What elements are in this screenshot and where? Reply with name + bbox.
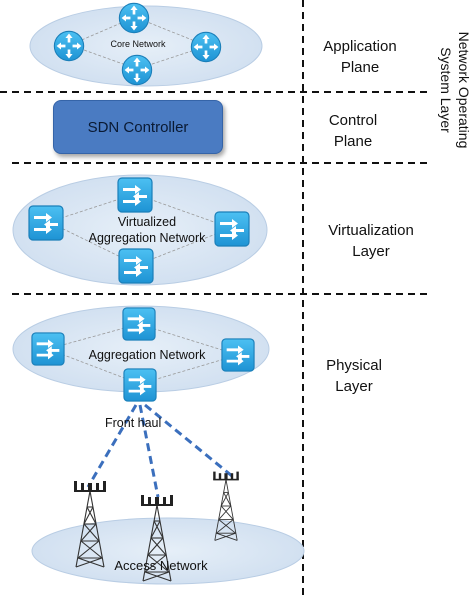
access-network-label: Access Network [114, 558, 208, 573]
network-operating-system-label: Network Operating System Layer [438, 31, 472, 149]
switch-icon [123, 368, 157, 402]
control-plane-label: Control Plane [328, 112, 378, 150]
physical-aggregation-group [12, 305, 270, 402]
fronthaul-link [86, 404, 138, 488]
switch-icon [31, 332, 65, 366]
sdn-controller-box: SDN Controller [53, 100, 223, 154]
core-network-label: Core Network [110, 39, 166, 49]
virtual-aggregation-label: Virtualized Aggregation Network [88, 215, 206, 245]
core-router-icon [190, 31, 222, 63]
fronthaul-label: Front haul [105, 416, 162, 430]
core-router-icon [121, 54, 153, 86]
sdn-controller-label: SDN Controller [87, 118, 189, 136]
physical-aggregation-label: Aggregation Network [88, 348, 206, 362]
switch-icon [117, 177, 153, 213]
switch-icon [28, 205, 64, 241]
virtualization-layer-label: Virtualization Layer [328, 222, 414, 260]
core-network-group [29, 2, 263, 87]
core-router-icon [118, 2, 150, 34]
core-network-cloud [29, 5, 263, 87]
switch-icon [118, 248, 154, 284]
layer-dividers [0, 0, 430, 596]
switch-icon [122, 307, 156, 341]
access-network-cloud [31, 517, 305, 585]
virtual-aggregation-cloud [12, 174, 268, 286]
core-router-icon [53, 30, 85, 62]
fronthaul-link [138, 404, 160, 498]
physical-layer-label: Physical Layer [326, 357, 382, 395]
switch-icon [221, 338, 255, 372]
fronthaul-link [144, 403, 233, 478]
application-plane-label: Application Plane [323, 38, 397, 76]
fronthaul-links [86, 403, 233, 498]
virtual-aggregation-group [12, 174, 268, 286]
